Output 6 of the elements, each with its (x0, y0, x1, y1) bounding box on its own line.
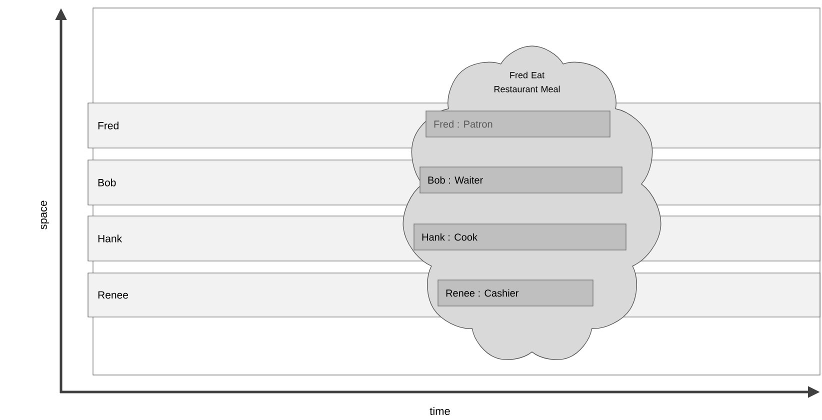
role-box: Fred : Patron (426, 110, 610, 138)
role-box: Hank : Cook (414, 224, 626, 250)
axis-label: space (40, 200, 50, 230)
role-box: Bob : Waiter (420, 166, 622, 194)
role-box: Renee : Cashier (438, 280, 594, 306)
axis-label: time (430, 406, 450, 416)
